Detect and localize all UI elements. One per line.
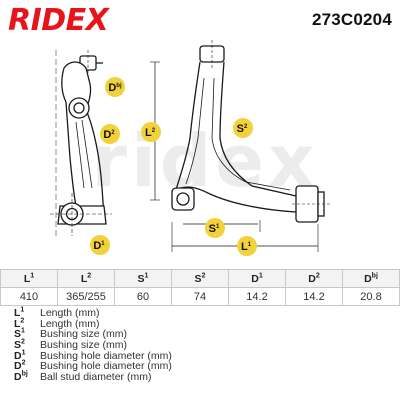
svg-text:S1: S1 <box>209 223 220 235</box>
top-view-arm <box>150 40 330 252</box>
legend-text: Length (mm) <box>40 317 100 330</box>
legend-symbol: L1 <box>14 306 25 320</box>
spec-value: 14.2 <box>228 287 286 306</box>
label-length-2: L2 <box>141 122 161 142</box>
spec-value: 365/255 <box>57 287 115 306</box>
legend-text: Bushing size (mm) <box>40 339 127 352</box>
brand-logo: RIDEX <box>8 3 109 38</box>
col-header: S2 <box>171 269 229 288</box>
svg-text:L1: L1 <box>241 241 252 253</box>
svg-text:D2: D2 <box>103 129 115 141</box>
legend-item: D1 Bushing hole diameter (mm) <box>14 349 394 362</box>
label-bushing-size-2: S2 <box>233 118 253 138</box>
legend-item: L2 Length (mm) <box>14 317 394 330</box>
specs-header-row: L1 L2 S1 S2 D1 D2 Dbj <box>0 269 400 288</box>
col-header: Dbj <box>342 269 400 288</box>
svg-text:S2: S2 <box>237 123 248 135</box>
spec-value: 60 <box>114 287 172 306</box>
legend-symbol: L2 <box>14 317 25 330</box>
side-view-arm <box>50 50 112 238</box>
legend-text: Length (mm) <box>40 307 100 320</box>
label-length-1: L1 <box>237 236 257 256</box>
label-bushing-hole-1: D1 <box>90 235 110 255</box>
legend-item: S1 Bushing size (mm) <box>14 327 394 341</box>
legend: L1 Length (mm) L2 Length (mm) S1 Bushing… <box>14 306 394 383</box>
watermark: ridex <box>92 119 319 203</box>
legend-symbol: D2 <box>14 359 26 373</box>
legend-symbol: S2 <box>14 338 25 352</box>
legend-text: Bushing hole diameter (mm) <box>40 349 172 362</box>
legend-item: L1 Length (mm) <box>14 306 394 320</box>
label-bushing-hole-2: D2 <box>100 124 120 144</box>
legend-symbol: Dbj <box>14 370 28 383</box>
legend-text: Bushing hole diameter (mm) <box>40 360 172 373</box>
svg-text:Dbj: Dbj <box>108 82 122 94</box>
col-header: S1 <box>114 269 172 288</box>
legend-item: S2 Bushing size (mm) <box>14 338 394 352</box>
part-number: 273C0204 <box>311 10 392 29</box>
technical-drawing: ridex <box>50 40 330 256</box>
label-bushing-size-1: S1 <box>205 218 225 238</box>
label-ball-stud: Dbj <box>105 77 125 97</box>
col-header: D2 <box>285 269 343 288</box>
specs-value-row: 410 365/255 60 74 14.2 14.2 20.8 <box>0 287 400 306</box>
specs-table: L1 L2 S1 S2 D1 D2 Dbj 410 365/255 60 74 … <box>0 269 400 306</box>
header: RIDEX 273C0204 <box>0 0 400 38</box>
legend-item: D2 Bushing hole diameter (mm) <box>14 359 394 373</box>
col-header: L1 <box>0 269 58 288</box>
legend-text: Ball stud diameter (mm) <box>40 370 152 383</box>
spec-value: 74 <box>171 287 229 306</box>
col-header: D1 <box>228 269 286 288</box>
spec-value: 20.8 <box>342 287 400 306</box>
spec-value: 410 <box>0 287 58 306</box>
legend-symbol: D1 <box>14 349 26 362</box>
legend-item: Dbj Ball stud diameter (mm) <box>14 370 394 383</box>
svg-text:D1: D1 <box>93 240 105 252</box>
spec-value: 14.2 <box>285 287 343 306</box>
svg-text:L2: L2 <box>145 127 156 139</box>
col-header: L2 <box>57 269 115 288</box>
legend-symbol: S1 <box>14 327 25 341</box>
legend-text: Bushing size (mm) <box>40 328 127 341</box>
